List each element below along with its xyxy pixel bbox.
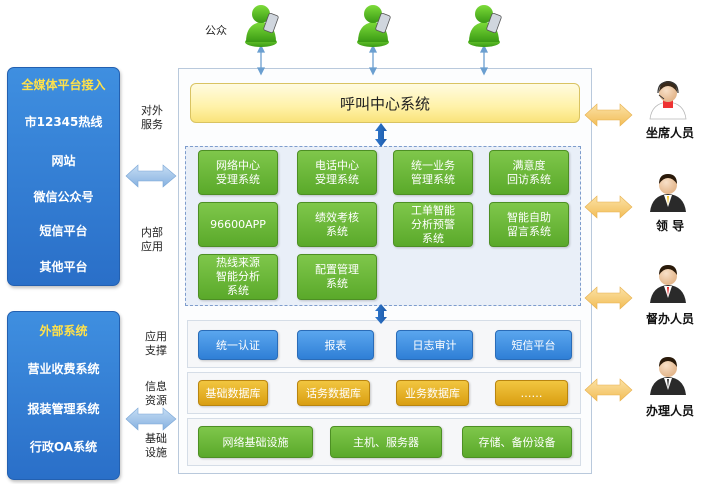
app-label: 配置管理 系统 — [315, 263, 359, 290]
database-label: 业务数据库 — [405, 387, 460, 400]
role-leader-label: 领 导 — [655, 219, 685, 233]
infrastructure-label: 网络基础设施 — [222, 436, 289, 449]
app-box: 工单智能 分析预警 系统 — [393, 202, 473, 247]
support-box: 报表 — [297, 330, 374, 360]
panel-item: 市12345热线 — [24, 115, 103, 129]
database-label: 话务数据库 — [306, 387, 361, 400]
app-box: 绩效考核 系统 — [297, 202, 377, 247]
app-box: 96600APP — [198, 202, 278, 247]
right-double-arrow — [584, 103, 633, 402]
app-label: 电话中心 受理系统 — [315, 158, 359, 186]
infrastructure-box: 网络基础设施 — [198, 426, 313, 458]
infrastructure-label: 存储、备份设备 — [478, 436, 556, 449]
business-person-icon — [650, 174, 686, 212]
panel-item: 微信公众号 — [33, 190, 94, 204]
database-box: 业务数据库 — [396, 380, 469, 406]
support-box: 短信平台 — [495, 330, 572, 360]
panel-item: 网站 — [51, 154, 76, 168]
panel-item: 行政OA系统 — [29, 440, 98, 454]
business-person-icon — [650, 357, 686, 395]
mobile-user-icon — [357, 5, 391, 47]
public-arrows — [256, 44, 489, 76]
support-label: 统一认证 — [216, 339, 260, 352]
infrastructure-label: 主机、服务器 — [353, 436, 419, 449]
side-label-external-service: 对外 服务 — [141, 104, 163, 131]
support-box: 统一认证 — [198, 330, 278, 360]
support-label: 日志审计 — [412, 339, 457, 352]
app-label: 满意度 回访系统 — [507, 158, 551, 186]
database-box: 基础数据库 — [198, 380, 268, 406]
app-box: 智能自助 留言系统 — [489, 202, 569, 247]
panel-item: 报装管理系统 — [27, 402, 100, 416]
role-agent-label: 坐席人员 — [645, 126, 694, 140]
vertical-connector-arrow — [375, 123, 387, 324]
side-label-internal-app: 内部 应用 — [141, 226, 163, 253]
side-label-infrastructure: 基础 设施 — [145, 432, 167, 459]
database-label: 基础数据库 — [205, 387, 261, 400]
app-label: 绩效考核 系统 — [315, 210, 359, 238]
mobile-user-icon — [245, 5, 279, 47]
panel-item: 营业收费系统 — [27, 362, 100, 376]
panel-item: 短信平台 — [39, 224, 88, 238]
app-box: 电话中心 受理系统 — [297, 150, 377, 195]
database-box: …… — [495, 380, 568, 406]
app-box: 配置管理 系统 — [297, 254, 377, 300]
infrastructure-box: 存储、备份设备 — [462, 426, 572, 458]
app-label: 工单智能 分析预警 系统 — [411, 203, 455, 245]
support-label: 报表 — [324, 339, 347, 352]
panel-title: 全媒体平台接入 — [21, 78, 106, 92]
app-box: 网络中心 受理系统 — [198, 150, 278, 195]
external-systems-panel: 外部系统 营业收费系统 报装管理系统 行政OA系统 — [7, 311, 120, 480]
public-label: 公众 — [205, 24, 227, 37]
app-box: 满意度 回访系统 — [489, 150, 569, 195]
side-label-app-support: 应用 支撑 — [145, 330, 167, 357]
database-label: …… — [520, 386, 543, 400]
app-box: 热线来源 智能分析 系统 — [198, 254, 278, 300]
app-label: 96600APP — [210, 217, 266, 231]
app-box: 统一业务 管理系统 — [393, 150, 473, 195]
database-box: 话务数据库 — [297, 380, 370, 406]
side-label-info-resource: 信息 资源 — [145, 380, 167, 407]
business-person-icon — [650, 265, 686, 303]
role-supervisor-label: 督办人员 — [645, 312, 694, 326]
app-label: 网络中心 受理系统 — [216, 158, 260, 186]
infrastructure-box: 主机、服务器 — [330, 426, 442, 458]
call-center-label: 呼叫中心系统 — [339, 94, 430, 113]
left-double-arrow — [125, 164, 177, 431]
mobile-user-icon — [468, 5, 502, 47]
app-label: 热线来源 智能分析 系统 — [216, 256, 260, 297]
support-label: 短信平台 — [511, 339, 556, 352]
role-handler-label: 办理人员 — [645, 404, 694, 418]
panel-item: 其他平台 — [39, 260, 88, 274]
app-label: 统一业务 管理系统 — [411, 158, 455, 186]
support-box: 日志审计 — [396, 330, 473, 360]
headset-agent-icon — [649, 81, 687, 120]
call-center-system: 呼叫中心系统 — [190, 83, 580, 123]
media-access-panel: 全媒体平台接入 市12345热线 网站 微信公众号 短信平台 其他平台 — [7, 67, 120, 286]
panel-title: 外部系统 — [39, 324, 88, 338]
app-label: 智能自助 留言系统 — [507, 210, 551, 238]
